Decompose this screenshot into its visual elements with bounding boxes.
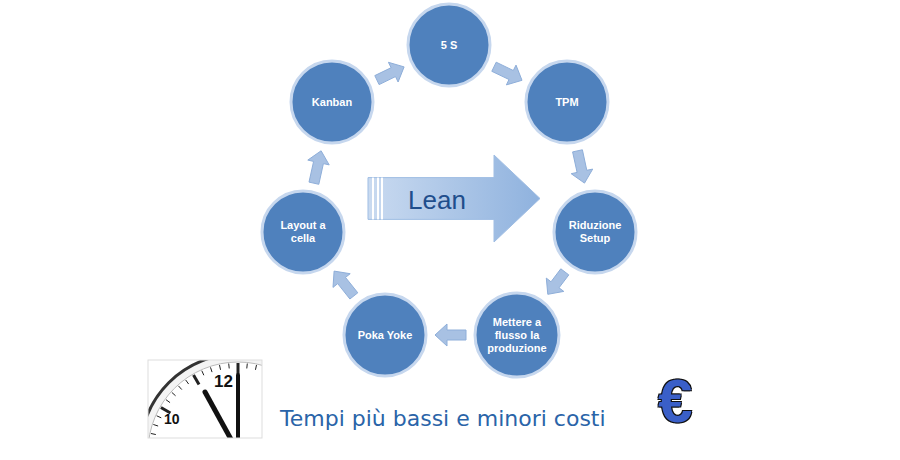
step-label: Mettere a flusso la produzione [486,316,548,355]
arrow-label: Lean [408,185,466,215]
flow-arrow [308,151,329,185]
step-label: Riduzione Setup [564,219,626,245]
flow-arrow [571,150,593,183]
flow-arrow [333,271,358,299]
clock-number: 12 [214,372,233,392]
step-label: 5 S [418,39,480,52]
step-label: Poka Yoke [354,329,416,342]
clock-number: 10 [164,411,180,427]
step-label: Kanban [301,96,363,109]
step-label: Layout a cella [272,219,334,245]
flow-arrow [492,62,522,85]
step-label: TPM [536,96,598,109]
step-circle: Layout a cella [260,189,346,275]
caption: Tempi più bassi e minori costi [280,406,606,431]
step-circle: 5 S [406,2,492,88]
flow-arrow [546,269,569,295]
step-circle: Riduzione Setup [552,189,638,275]
step-circle: Mettere a flusso la produzione [473,291,561,379]
flow-arrow [435,324,466,346]
euro-symbol: € [658,366,692,436]
step-circle: Poka Yoke [342,292,428,378]
step-circle: TPM [524,59,610,145]
step-circle: Kanban [289,59,375,145]
lean-arrow: Lean [368,155,540,242]
flow-arrow [375,62,404,84]
